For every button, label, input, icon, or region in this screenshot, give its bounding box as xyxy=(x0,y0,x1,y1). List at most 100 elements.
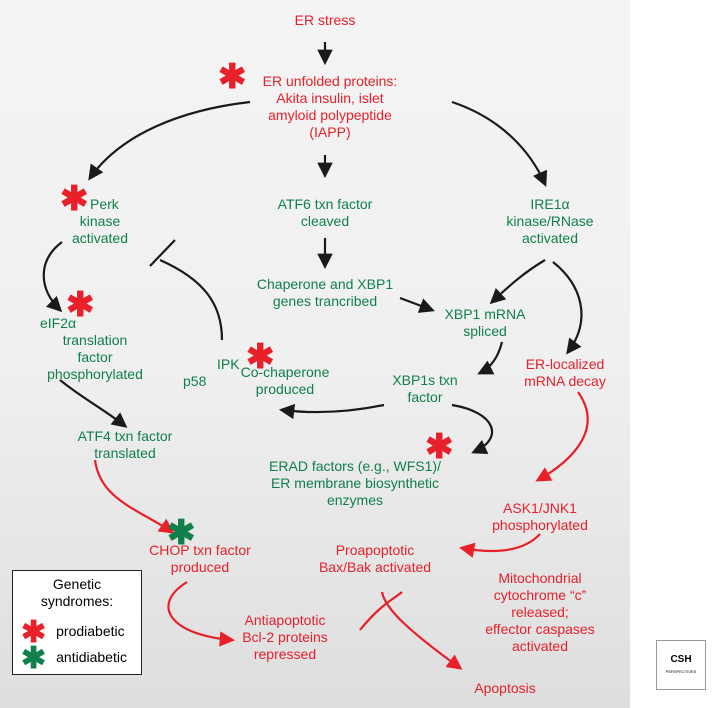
node-line: enzymes xyxy=(326,492,384,508)
node-ask1-jnk1: ASK1/JNK1 phosphorylated xyxy=(480,500,600,534)
node-line: CHOP txn factor xyxy=(149,542,251,558)
prodiabetic-star-icon: ✱ xyxy=(425,428,454,466)
node-line: Akita insulin, islet xyxy=(276,90,384,106)
node-perk-kinase: kinase activated xyxy=(40,213,160,247)
node-p58ipk-p58: p58 xyxy=(183,373,223,390)
node-line: produced xyxy=(255,381,315,397)
legend-row-prodiabetic: ✱ prodiabetic xyxy=(21,615,125,650)
logo-subtext: PERSPECTIVES xyxy=(665,669,697,674)
node-co-chaperone: Co-chaperone produced xyxy=(225,364,345,398)
inhibit-p58ipk-perk xyxy=(159,258,224,341)
node-line: Bcl-2 proteins xyxy=(242,629,328,645)
prodiabetic-star-icon: ✱ xyxy=(218,58,247,96)
arrow-erdecay-to-ask1 xyxy=(535,391,589,482)
legend-row-antidiabetic: ✱ antidiabetic xyxy=(21,641,127,676)
node-chaperone-xbp1: Chaperone and XBP1 genes trancribed xyxy=(230,276,420,310)
legend-box: Genetic syndromes: ✱ prodiabetic ✱ antidia… xyxy=(12,570,142,675)
arrow-unfolded-to-ire1 xyxy=(451,100,548,187)
node-ire1a: IRE1α kinase/RNase activated xyxy=(490,196,610,247)
node-line: kinase/RNase xyxy=(506,213,594,229)
node-line: IRE1α xyxy=(530,196,570,212)
node-line: Bax/Bak activated xyxy=(318,559,432,575)
node-line: cytochrome “c” xyxy=(493,587,587,603)
node-line: ER-localized xyxy=(525,356,605,372)
node-line: translated xyxy=(94,445,156,461)
node-line: released; xyxy=(511,604,569,620)
node-erad-factors: ERAD factors (e.g., WFS1)/ ER membrane b… xyxy=(250,458,460,509)
arrow-chop-to-bcl2 xyxy=(167,581,236,647)
arrow-atf4-to-chop xyxy=(93,459,175,534)
prodiabetic-star-icon: ✱ xyxy=(21,616,47,649)
node-atf6: ATF6 txn factor cleaved xyxy=(250,196,400,230)
node-line: eIF2α xyxy=(40,315,77,331)
node-line: activated xyxy=(521,230,579,246)
legend-title-line: syndromes: xyxy=(40,593,114,609)
node-perk: Perk xyxy=(90,196,190,213)
logo-text: CSH xyxy=(670,654,692,665)
node-line: spliced xyxy=(463,323,507,339)
node-xbp1s: XBP1s txn factor xyxy=(375,372,475,406)
node-line: XBP1 mRNA xyxy=(444,306,526,322)
node-line: cleaved xyxy=(300,213,350,229)
antidiabetic-star-icon: ✱ xyxy=(167,514,196,552)
prodiabetic-star-icon: ✱ xyxy=(60,180,89,218)
node-line: IPK xyxy=(217,356,240,372)
node-line: mRNA decay xyxy=(524,373,606,389)
node-line: ASK1/JNK1 xyxy=(503,500,577,516)
arrow-ire1-to-xbp1mrna xyxy=(489,259,546,305)
arrow-perk-to-eif2a xyxy=(42,241,63,313)
node-er-stress-label: ER stress xyxy=(294,12,356,28)
node-apoptosis: Apoptosis xyxy=(460,680,550,697)
node-line: ATF4 txn factor xyxy=(77,428,173,444)
node-line: factor xyxy=(77,349,113,365)
node-line: phosphorylated xyxy=(492,517,588,533)
node-apoptosis-label: Apoptosis xyxy=(474,680,536,696)
node-line: factor xyxy=(407,389,443,405)
node-p58ipk-ipk: IPK xyxy=(217,356,257,373)
prodiabetic-star-icon: ✱ xyxy=(66,286,95,324)
csh-perspectives-logo: CSH PERSPECTIVES xyxy=(656,640,706,690)
node-bax-bak: Proapoptotic Bax/Bak activated xyxy=(300,542,450,576)
node-line: effector caspases xyxy=(485,621,595,637)
node-line: Mitochondrial xyxy=(498,570,582,586)
node-xbp1-mrna: XBP1 mRNA spliced xyxy=(430,306,540,340)
node-line: phosphorylated xyxy=(47,366,143,382)
arrow-eif2a-to-atf4 xyxy=(59,379,128,428)
node-er-mrna-decay: ER-localized mRNA decay xyxy=(510,356,620,390)
node-line: activated xyxy=(511,638,569,654)
antidiabetic-star-icon: ✱ xyxy=(21,642,47,675)
legend-title-line: Genetic xyxy=(52,576,102,592)
node-line: Antiapoptotic xyxy=(244,612,326,628)
arrow-unfolded-to-perk xyxy=(88,100,251,181)
node-line: Perk xyxy=(90,196,119,212)
node-line: kinase xyxy=(79,213,121,229)
node-line: translation xyxy=(62,332,128,348)
node-chop: CHOP txn factor produced xyxy=(135,542,265,576)
node-er-unfolded-proteins: ER unfolded proteins: Akita insulin, isl… xyxy=(230,73,430,141)
prodiabetic-star-icon: ✱ xyxy=(246,338,275,376)
arrow-bax-to-apoptosis-left xyxy=(359,591,403,631)
node-er-stress: ER stress xyxy=(275,12,375,29)
node-line: activated xyxy=(71,230,129,246)
node-line: Chaperone and XBP1 xyxy=(256,276,394,292)
node-line: XBP1s txn xyxy=(392,372,458,388)
node-eif2a: eIF2α translation factor phosphorylated xyxy=(30,315,160,383)
arrow-xbp1s-to-erad xyxy=(451,403,494,454)
node-line: ATF6 txn factor xyxy=(277,196,373,212)
legend-prodiabetic-label: prodiabetic xyxy=(56,623,125,640)
node-line: p58 xyxy=(183,373,207,389)
node-line: Co-chaperone xyxy=(240,364,330,380)
node-line: (IAPP) xyxy=(309,124,351,140)
node-line: repressed xyxy=(253,646,317,662)
arrow-chaperone-to-xbp1mrna xyxy=(399,296,435,313)
node-line: Proapoptotic xyxy=(335,542,415,558)
arrow-bax-to-apoptosis-right xyxy=(380,591,463,670)
node-line: ER unfolded proteins: xyxy=(262,73,398,89)
node-line: ER membrane biosynthetic xyxy=(270,475,440,491)
arrow-ask1-to-bax xyxy=(458,533,541,558)
node-line: ERAD factors (e.g., WFS1)/ xyxy=(269,458,441,474)
legend-antidiabetic-label: antidiabetic xyxy=(56,649,127,666)
arrow-xbp1s-to-cochaperone xyxy=(278,403,385,420)
node-line: genes trancribed xyxy=(272,293,378,309)
